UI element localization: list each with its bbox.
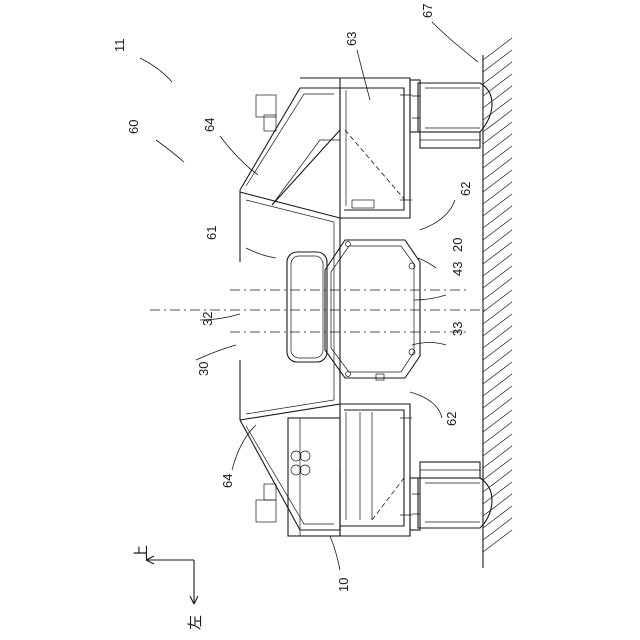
hatch-line bbox=[483, 290, 512, 312]
hatch-line bbox=[483, 338, 512, 360]
hatch-line bbox=[483, 194, 512, 216]
direction-left-label: 左 bbox=[186, 615, 204, 630]
lower-wheel bbox=[410, 462, 492, 530]
hatch-line bbox=[483, 410, 512, 432]
hatch-line bbox=[483, 398, 512, 420]
label-43: 43 bbox=[450, 262, 465, 276]
label-63: 63 bbox=[344, 32, 359, 46]
hatch-line bbox=[483, 362, 512, 384]
hatch-line bbox=[483, 422, 512, 444]
hatch-line bbox=[483, 74, 512, 96]
label-10: 10 bbox=[336, 578, 351, 592]
upper-wheel bbox=[410, 80, 492, 148]
label-64-lower: 64 bbox=[220, 474, 235, 488]
label-33: 33 bbox=[450, 322, 465, 336]
hopper-lower-64 bbox=[240, 360, 340, 530]
hatch-line bbox=[483, 62, 512, 84]
hatch-line bbox=[483, 206, 512, 228]
label-64-upper: 64 bbox=[202, 118, 217, 132]
hatch-line bbox=[483, 302, 512, 324]
hatch-line bbox=[483, 314, 512, 336]
hatch-line bbox=[483, 50, 512, 72]
ground-hatch bbox=[483, 38, 512, 568]
hatch-line bbox=[483, 266, 512, 288]
hatch-line bbox=[483, 230, 512, 252]
frame-lower bbox=[300, 404, 412, 536]
hatch-line bbox=[483, 326, 512, 348]
label-62-lower: 62 bbox=[444, 412, 459, 426]
hatch-line bbox=[483, 506, 512, 528]
label-11: 11 bbox=[112, 39, 127, 53]
direction-up-label: 上 bbox=[132, 545, 150, 560]
hatch-line bbox=[483, 38, 512, 60]
fittings bbox=[256, 95, 276, 522]
hatch-line bbox=[483, 254, 512, 276]
hatch-line bbox=[483, 530, 512, 552]
hatch-line bbox=[483, 434, 512, 456]
hatch-line bbox=[483, 182, 512, 204]
leaders bbox=[140, 22, 478, 570]
hatch-line bbox=[483, 386, 512, 408]
label-62-upper: 62 bbox=[458, 182, 473, 196]
hatch-line bbox=[483, 170, 512, 192]
label-20: 20 bbox=[450, 238, 465, 252]
hatch-line bbox=[483, 158, 512, 180]
hatch-line bbox=[483, 218, 512, 240]
hatch-line bbox=[483, 98, 512, 120]
device-10 bbox=[288, 418, 340, 536]
hatch-line bbox=[483, 446, 512, 468]
hatch-line bbox=[483, 518, 512, 540]
hatch-line bbox=[483, 134, 512, 156]
label-61: 61 bbox=[204, 226, 219, 240]
hatch-line bbox=[483, 350, 512, 372]
label-67: 67 bbox=[420, 4, 435, 18]
direction-indicator: 上 左 bbox=[132, 545, 204, 630]
hatch-line bbox=[483, 146, 512, 168]
hatch-line bbox=[483, 374, 512, 396]
hopper-upper-64 bbox=[240, 88, 340, 262]
hatch-line bbox=[483, 278, 512, 300]
label-32: 32 bbox=[200, 312, 215, 326]
hatch-line bbox=[483, 470, 512, 492]
label-60: 60 bbox=[126, 120, 141, 134]
hatch-line bbox=[483, 494, 512, 516]
hatch-line bbox=[483, 242, 512, 264]
hatch-line bbox=[483, 122, 512, 144]
hatch-line bbox=[483, 458, 512, 480]
frame-63 bbox=[300, 78, 412, 218]
label-30: 30 bbox=[196, 362, 211, 376]
